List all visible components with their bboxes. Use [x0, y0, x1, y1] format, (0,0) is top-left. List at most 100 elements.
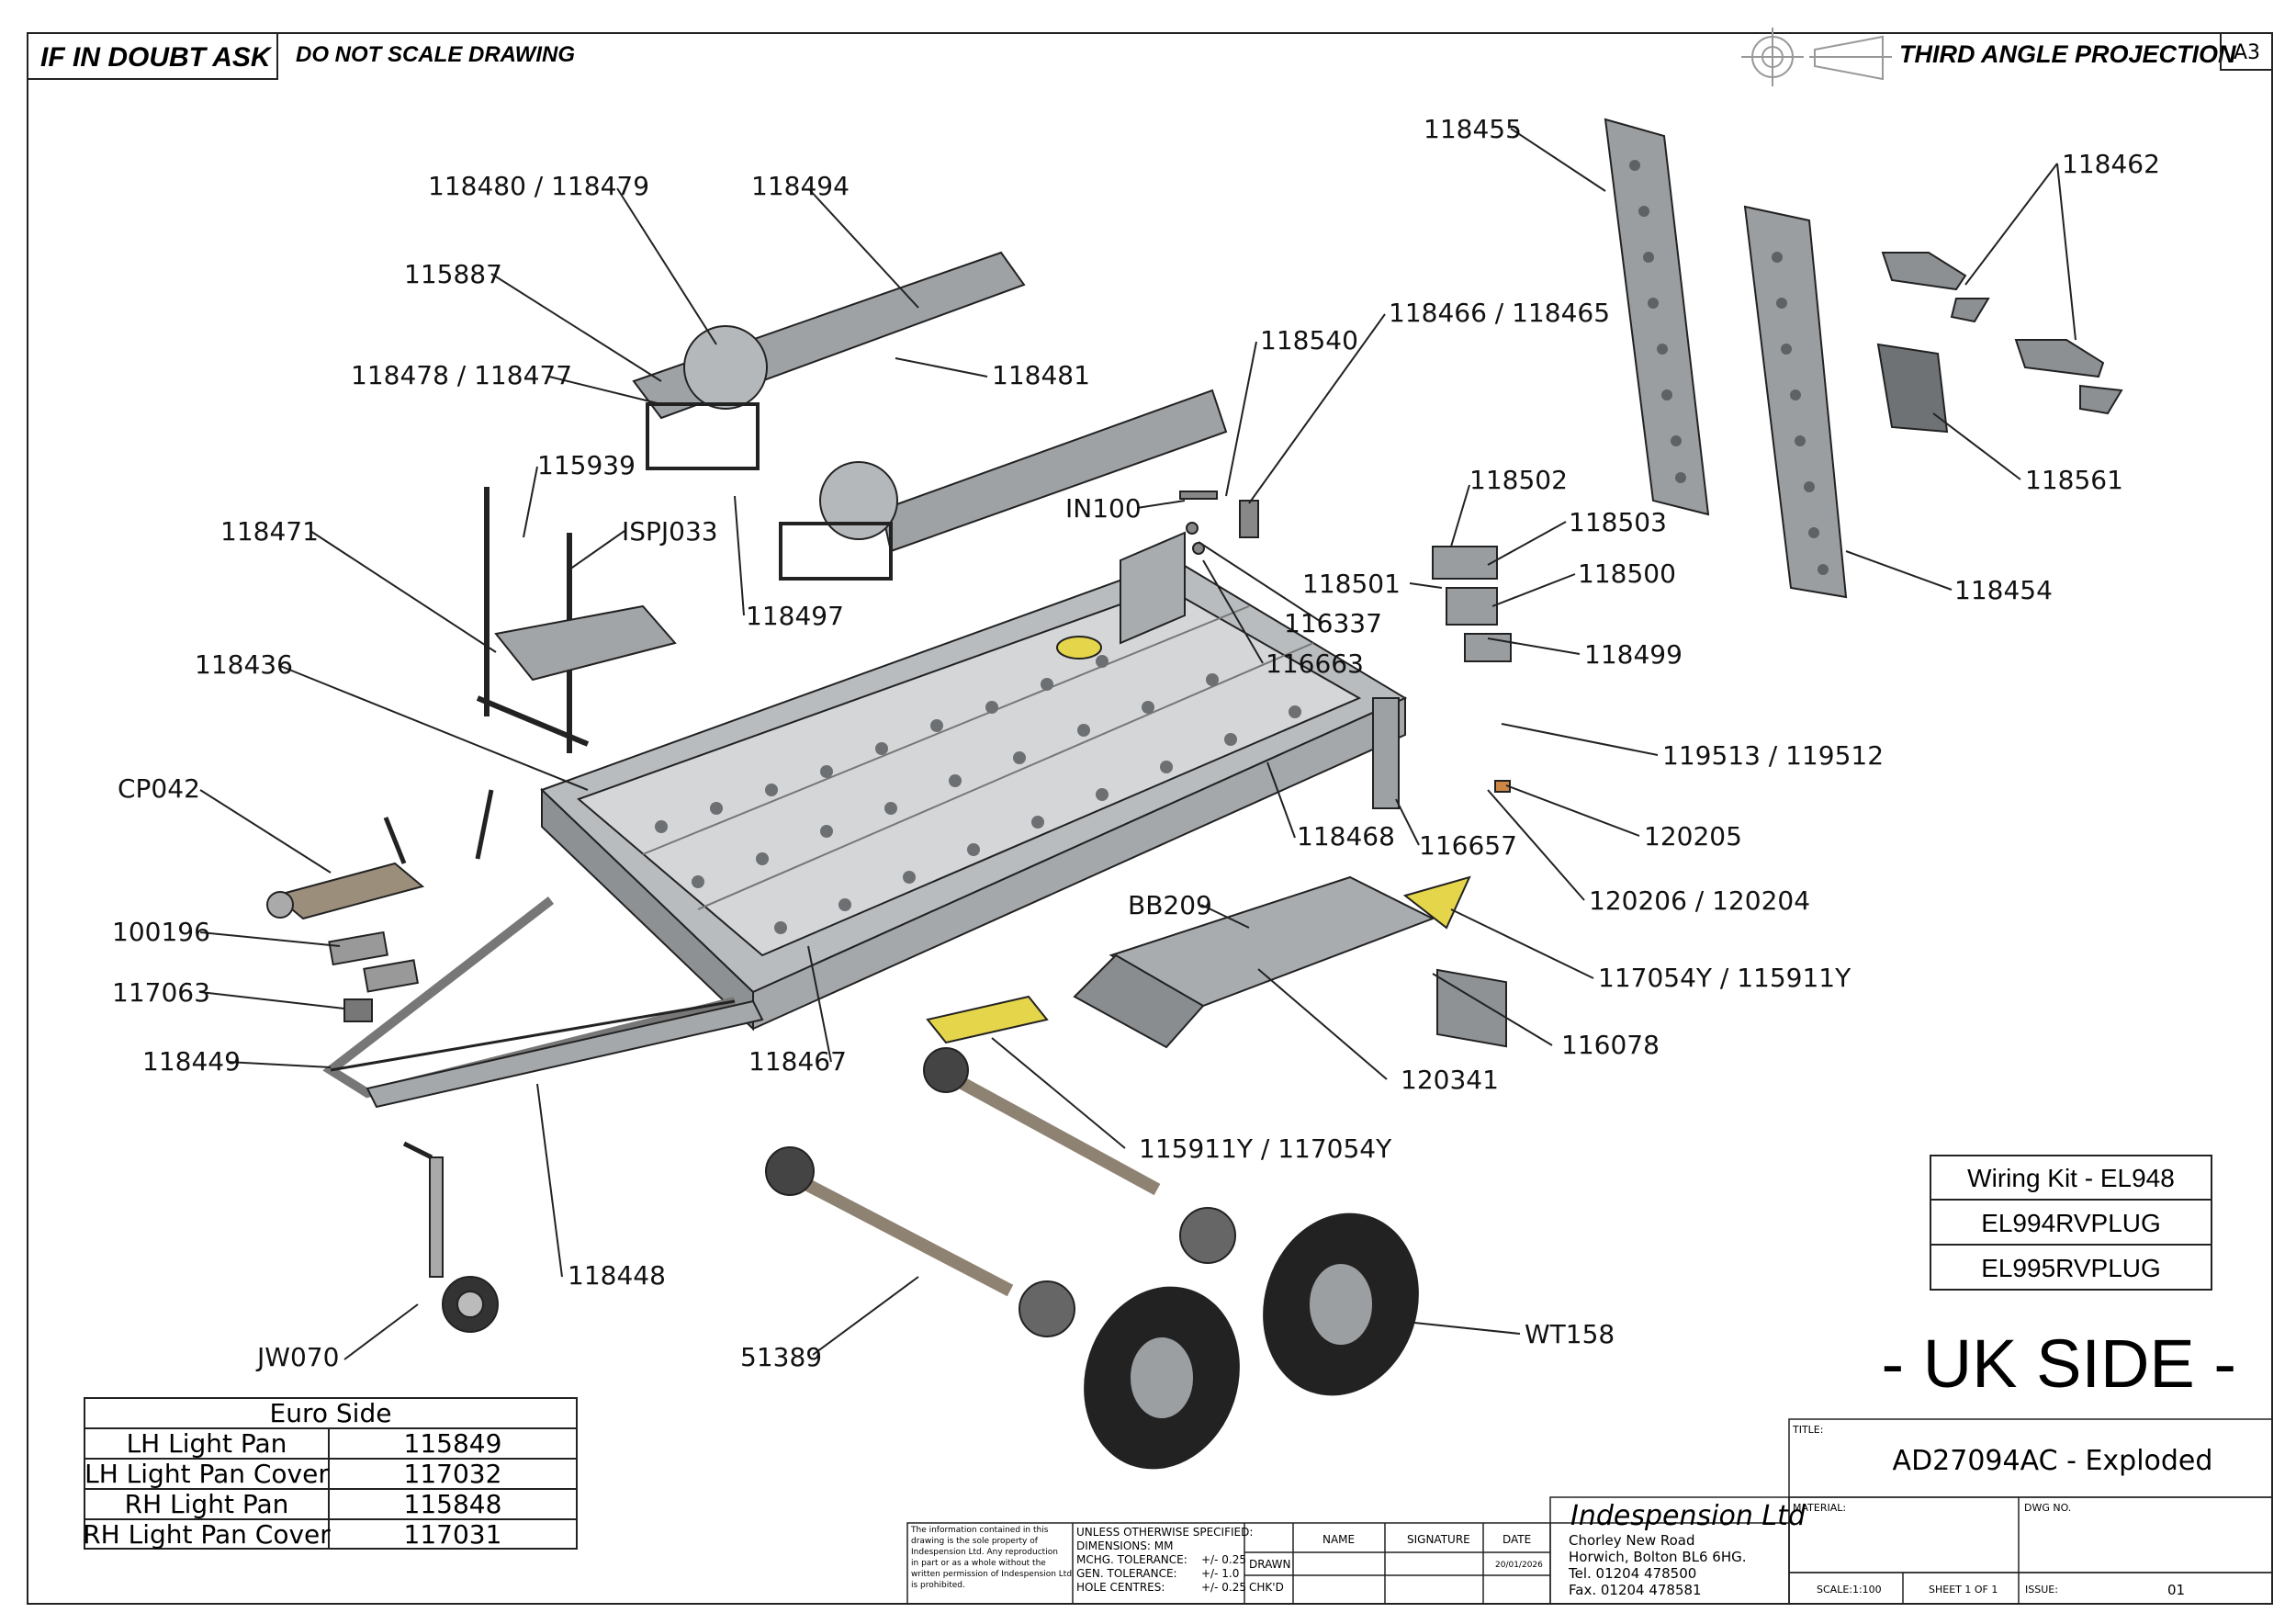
callout-label: 115911Y / 117054Y [1139, 1133, 1392, 1164]
callout-label: 116657 [1419, 830, 1517, 861]
callout-label: 115887 [404, 259, 502, 289]
callout-label: 118436 [195, 649, 293, 680]
tolerance-label: MCHG. TOLERANCE: [1076, 1553, 1187, 1566]
hardware-part [1179, 491, 1259, 555]
callout-label: WT158 [1525, 1319, 1615, 1349]
exploded-parts [266, 118, 2123, 1470]
date-header: DATE [1503, 1533, 1531, 1546]
loading-ramps-part [1604, 118, 1848, 599]
scale-label: SCALE:1:100 [1817, 1584, 1882, 1596]
euro-row-number: 115849 [404, 1428, 502, 1459]
callout-label: 116078 [1561, 1030, 1660, 1060]
mudguard-part [1073, 875, 1471, 1049]
title-block-text: The information contained in this drawin… [910, 1424, 2212, 1598]
callout-label: 118497 [746, 601, 844, 631]
callout-label: IN100 [1065, 493, 1142, 524]
callout-label: ISPJ033 [622, 516, 718, 547]
projection-symbol-icon [1741, 28, 1892, 86]
wiring-table: Wiring Kit - EL948 EL994RVPLUG EL995RVPL… [1930, 1155, 2212, 1291]
tolerance-value: +/- 1.0 [1201, 1567, 1239, 1580]
tolerance-label: HOLE CENTRES: [1076, 1581, 1165, 1594]
drawing-title: AD27094AC - Exploded [1893, 1445, 2213, 1477]
leader-lines [199, 128, 2077, 1360]
dimensions: DIMENSIONS: MM [1076, 1539, 1173, 1552]
euro-row-number: 117032 [404, 1459, 502, 1489]
callout-label: 118494 [751, 171, 850, 201]
address-line: Horwich, Bolton BL6 6HG. [1569, 1549, 1747, 1565]
callout-label: 118502 [1469, 465, 1568, 495]
company-name: Indespension Ltd [1570, 1500, 1806, 1532]
no-scale-note: DO NOT SCALE DRAWING [296, 42, 575, 67]
projection-label: THIRD ANGLE PROJECTION [1899, 40, 2236, 68]
callout-label: 118467 [748, 1046, 847, 1077]
header: IF IN DOUBT ASK DO NOT SCALE DRAWING THI… [27, 28, 2273, 86]
notice-line: Indespension Ltd. Any reproduction [911, 1548, 1058, 1557]
address-line: Fax. 01204 478581 [1569, 1582, 1702, 1598]
notice-line: drawing is the sole property of [911, 1537, 1039, 1546]
ramp-brackets-part [1876, 252, 2123, 434]
euro-table-title: Euro Side [270, 1398, 392, 1428]
callout-label: 119513 / 119512 [1662, 740, 1884, 771]
callout-label: 118468 [1297, 821, 1395, 851]
tolerance-label: GEN. TOLERANCE: [1076, 1567, 1177, 1580]
tolerance-value: +/- 0.25 [1201, 1553, 1246, 1566]
callout-label: BB209 [1128, 890, 1212, 920]
notice-line: is prohibited. [911, 1581, 965, 1590]
address-line: Chorley New Road [1569, 1532, 1695, 1549]
title-block [906, 1418, 2273, 1605]
callout-label: 118499 [1584, 639, 1683, 670]
euro-side-table: Euro Side LH Light Pan 115849 LH Light P… [83, 1397, 578, 1550]
callout-label: 118455 [1424, 114, 1522, 144]
callout-label: 118480 / 118479 [428, 171, 649, 201]
callout-label: 118462 [2062, 149, 2160, 179]
drawn-label: DRAWN [1249, 1558, 1291, 1571]
euro-row-part: LH Light Pan [127, 1428, 287, 1459]
issue-value: 01 [2167, 1582, 2185, 1598]
callout-label: 118454 [1954, 575, 2053, 605]
notice-line: written permission of Indespension Ltd [911, 1570, 1072, 1579]
wiring-plug-label: EL995RVPLUG [1981, 1254, 2161, 1282]
callout-label: 120341 [1401, 1065, 1499, 1095]
callout-label: 116663 [1266, 648, 1364, 679]
callout-label: 118471 [220, 516, 319, 547]
callout-label: 118501 [1302, 569, 1401, 599]
wiring-plug-label: EL994RVPLUG [1981, 1209, 2161, 1237]
axle-part [765, 1047, 1236, 1337]
sheet-size: A3 [2234, 41, 2260, 64]
unless-specified: UNLESS OTHERWISE SPECIFIED: [1076, 1526, 1253, 1539]
euro-row-number: 117031 [404, 1519, 502, 1550]
notice-line: in part or as a whole without the [911, 1559, 1046, 1568]
callout-label: 118448 [568, 1260, 666, 1291]
notice-line: The information contained in this [910, 1526, 1049, 1535]
jockey-wheel-part [402, 1141, 499, 1333]
callout-label: 118478 / 118477 [351, 360, 572, 390]
date-value: 20/01/2026 [1495, 1561, 1543, 1570]
address-line: Tel. 01204 478500 [1568, 1565, 1696, 1582]
lamp-part [1436, 780, 1511, 1048]
name-header: NAME [1322, 1533, 1355, 1546]
wiring-kit-label: Wiring Kit - EL948 [1967, 1164, 2175, 1192]
tilt-ramp-part [632, 251, 1228, 581]
coupling-part [266, 789, 494, 920]
euro-row-part: LH Light Pan Cover [84, 1459, 329, 1489]
uk-side-label: - UK SIDE - [1882, 1325, 2236, 1402]
callout-label: 120205 [1644, 821, 1742, 851]
euro-row-part: RH Light Pan [125, 1489, 289, 1519]
callout-label: 118540 [1260, 325, 1358, 355]
sheet-label: SHEET 1 OF 1 [1929, 1584, 1998, 1596]
callout-label: 100196 [112, 917, 210, 947]
callout-label: 118481 [992, 360, 1090, 390]
material-label: MATERIAL: [1793, 1502, 1846, 1514]
callout-label: 118503 [1569, 507, 1667, 537]
doubt-note: IF IN DOUBT ASK [40, 42, 273, 73]
callout-label: 51389 [740, 1342, 822, 1372]
callout-label: 118500 [1578, 558, 1676, 589]
callout-label: 118449 [142, 1046, 241, 1077]
tolerance-value: +/- 0.25 [1201, 1581, 1246, 1594]
callout-label: 115939 [537, 450, 636, 480]
callout-labels: 118480 / 118479 118494 115887 118478 / 1… [112, 114, 2160, 1372]
wheels-part [1084, 1212, 1419, 1470]
callout-label: 117063 [112, 977, 210, 1008]
hinge-assembly-part [1432, 546, 1512, 662]
